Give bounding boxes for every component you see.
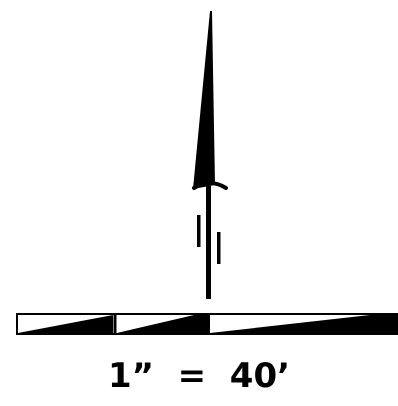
north-letter-n-right-stroke [217, 232, 221, 264]
north-arrow-icon [192, 11, 228, 299]
scale-bar [16, 313, 398, 335]
north-letter-n-left-stroke [197, 215, 201, 247]
north-arrow-hook [192, 181, 228, 190]
north-arrow-blade [193, 11, 215, 189]
north-arrow-shaft [206, 186, 211, 299]
scale-bar-segment-1 [18, 315, 113, 333]
scale-bar-segment-2 [117, 315, 210, 333]
scale-bar-segment-3 [210, 315, 398, 333]
scale-label: 1” = 40’ [107, 356, 291, 396]
